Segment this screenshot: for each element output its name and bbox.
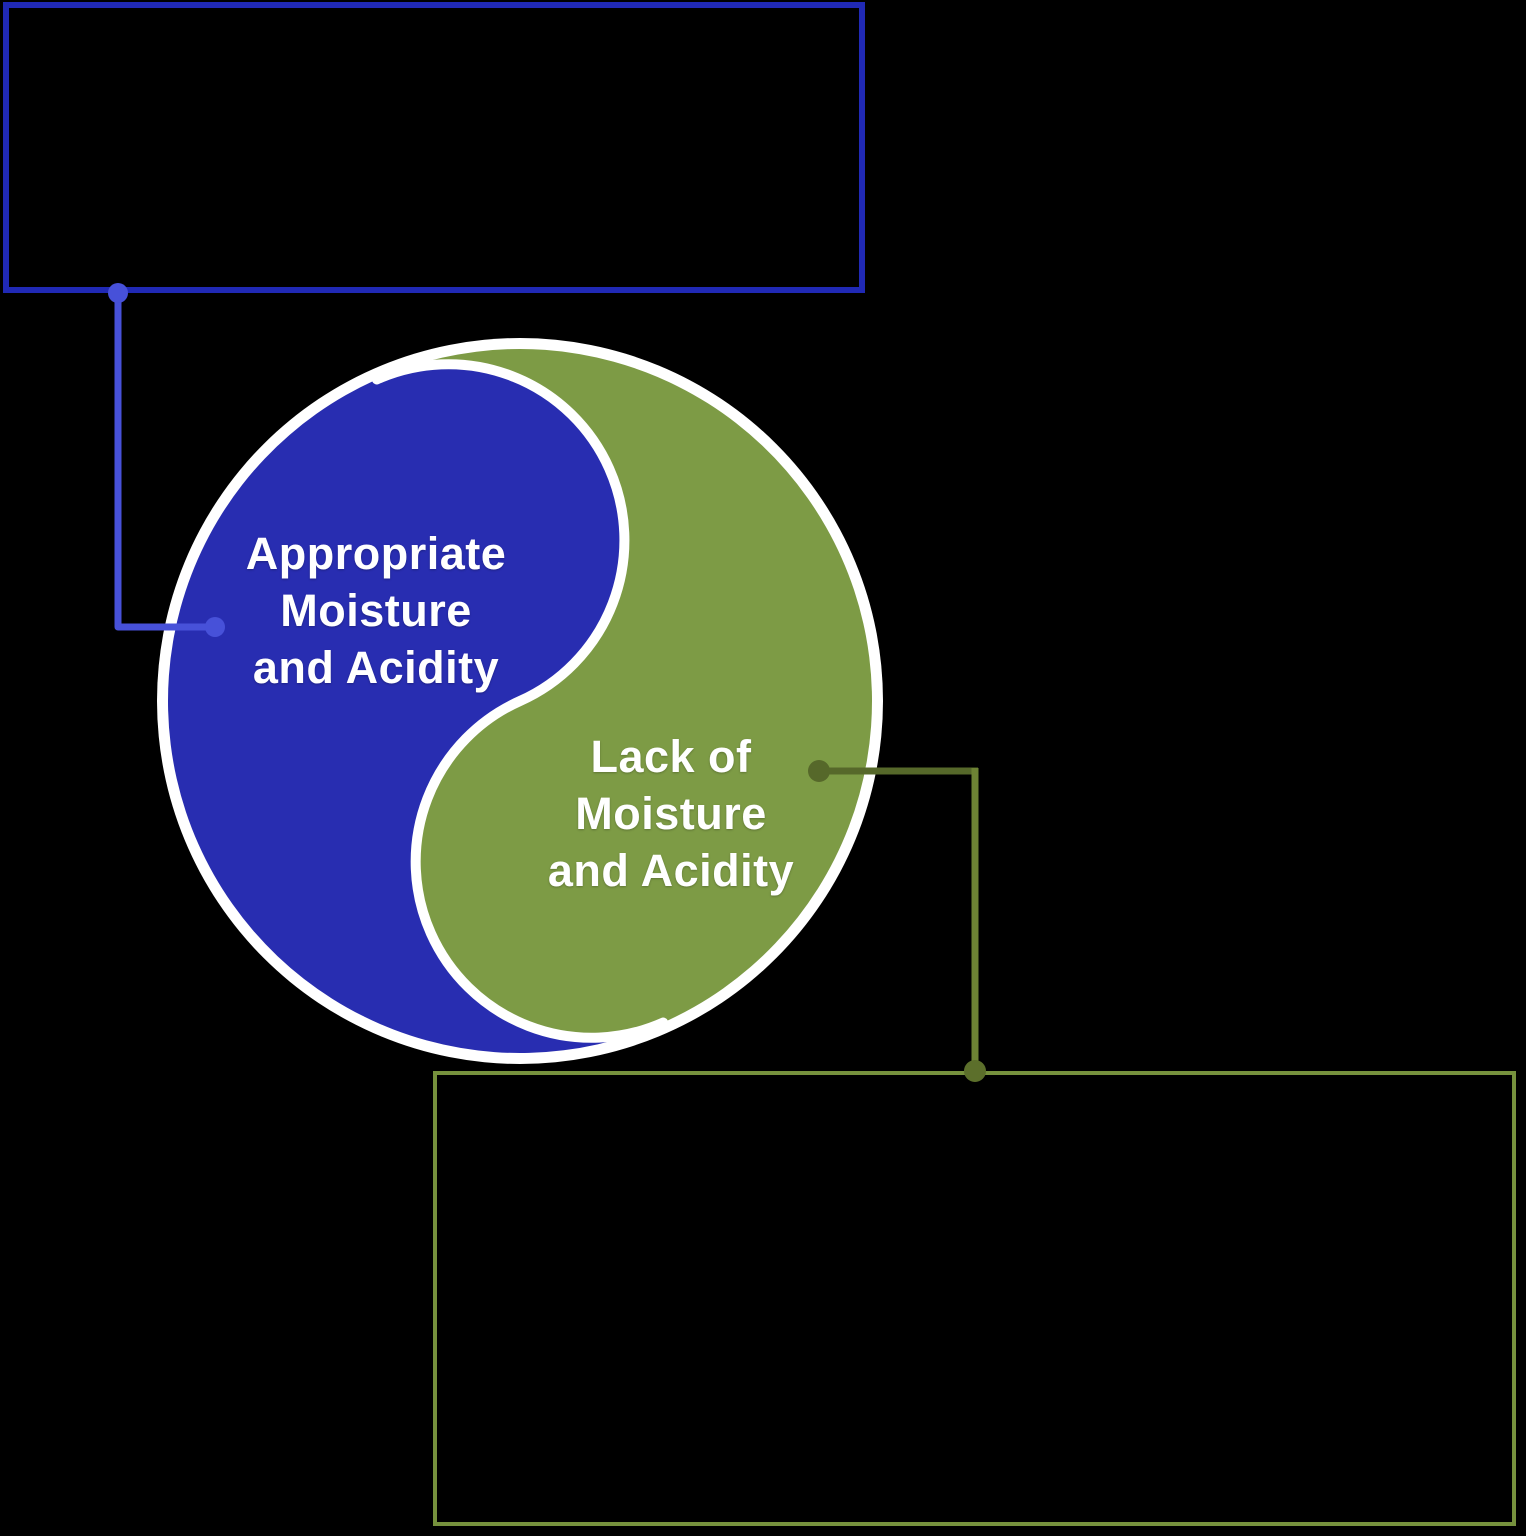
right-connector-end-dot	[964, 1060, 986, 1082]
venn-right-segment	[376, 349, 872, 1038]
left-connector-end-dot	[205, 617, 225, 637]
left-connector-start-dot	[108, 283, 128, 303]
venn-left-segment	[168, 364, 664, 1053]
venn-segments	[168, 349, 872, 1053]
left-connector-line	[114, 293, 215, 631]
venn-divider-curve	[371, 359, 669, 1043]
right-connector-start-dot	[808, 760, 830, 782]
bottom-callout-box	[433, 1071, 1516, 1526]
top-callout-box	[3, 2, 865, 293]
